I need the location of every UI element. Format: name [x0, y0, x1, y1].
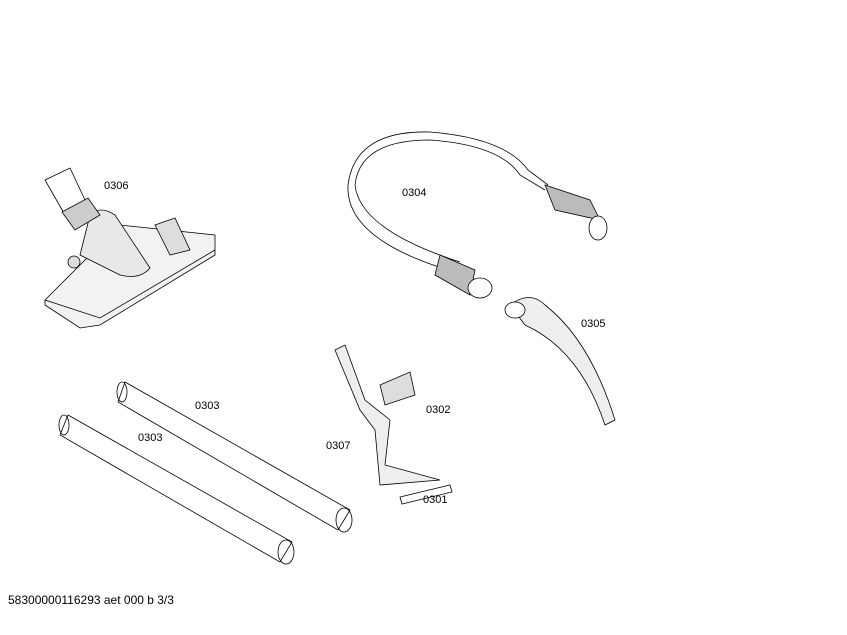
part-label-0304: 0304: [402, 187, 427, 199]
crevice-tool-part: [334, 344, 453, 505]
tube-part: [116, 381, 353, 533]
part-label-0303: 0303: [138, 432, 163, 444]
floor-nozzle-part: [44, 167, 216, 329]
part-label-0303: 0303: [195, 400, 220, 412]
part-label-0307: 0307: [326, 440, 351, 452]
tube-part: [58, 414, 295, 565]
handle-part: [504, 297, 616, 426]
document-footer-id: 58300000116293 aet 000 b 3/3: [8, 593, 174, 607]
part-label-0301: 0301: [423, 494, 448, 506]
part-label-0305: 0305: [581, 318, 606, 330]
part-label-0306: 0306: [104, 180, 129, 192]
hose-part: [347, 131, 608, 299]
part-label-0302: 0302: [426, 404, 451, 416]
